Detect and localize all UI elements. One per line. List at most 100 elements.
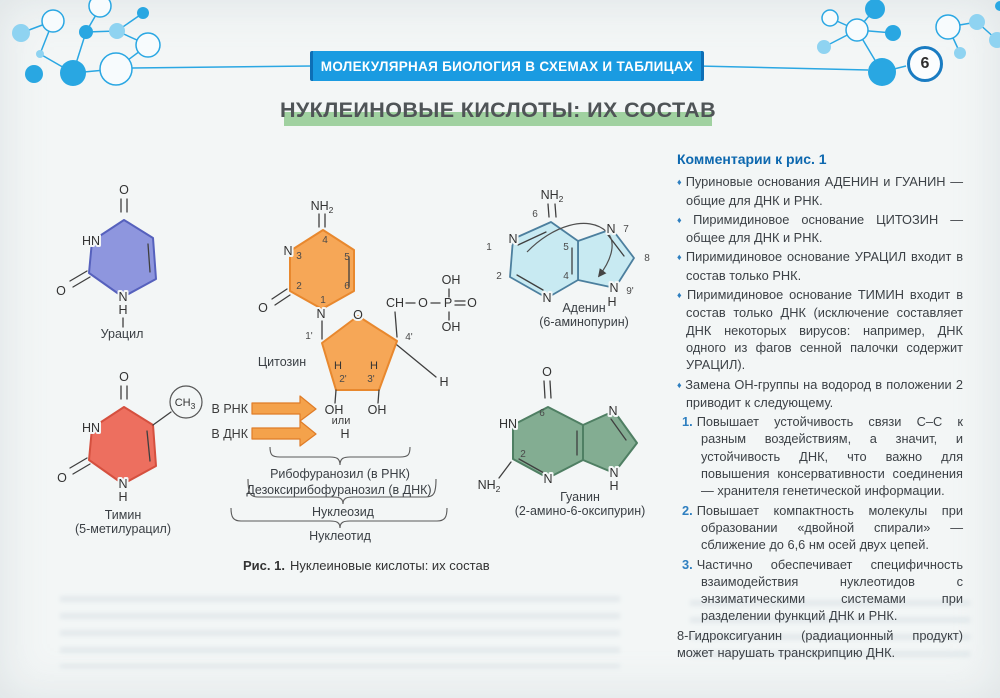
- comment-text: Замена ОН-группы на водород в положении …: [685, 376, 963, 410]
- amino-group-label: NH2: [311, 199, 334, 215]
- adenine-pentagon: [577, 228, 635, 289]
- molecule-name: Тимин: [105, 508, 142, 522]
- comment-text: Пиримидиновое основание ЦИТОЗИН — общее …: [686, 211, 963, 246]
- position-label: 2: [496, 271, 502, 282]
- atom-label: NH: [478, 478, 496, 492]
- guanine-hexagon: [512, 406, 584, 479]
- position-label: 4: [563, 271, 569, 282]
- atom-label: O: [258, 301, 268, 315]
- cytosine-bonds: [271, 213, 466, 404]
- guanine-bonds: [498, 380, 627, 479]
- cytosine-ring: [289, 229, 355, 310]
- nucleotide-brace: [230, 507, 448, 529]
- molecule-subname: (6-аминопурин): [539, 315, 629, 329]
- atom-label: H: [607, 295, 616, 309]
- bullet-diamond-icon: ♦: [677, 379, 683, 390]
- position-label: 4': [405, 332, 413, 343]
- atom-label: N: [118, 477, 127, 491]
- uracil-bonds: [69, 198, 151, 328]
- amino-group-label: NH2: [478, 478, 501, 494]
- atom-label: N: [609, 466, 618, 480]
- dna-label: В ДНК: [211, 427, 248, 441]
- position-label: 8: [644, 253, 650, 264]
- rna-label: В РНК: [212, 402, 249, 416]
- header-banner-text: МОЛЕКУЛЯРНАЯ БИОЛОГИЯ В СХЕМАХ И ТАБЛИЦА…: [320, 58, 694, 74]
- molecule-network-decoration-right: [697, 0, 1000, 86]
- molecule-subname: (5-метилурацил): [75, 522, 171, 536]
- figure-caption-label: Рис. 1.: [243, 558, 285, 573]
- methyl-label: CH3: [175, 397, 196, 411]
- atom-label: O: [467, 296, 477, 310]
- atom-label: O: [57, 471, 67, 485]
- methyl-circle: [169, 385, 203, 419]
- cytosine-nucleotide-structure: NH2 N O 4 3 5 2 6 1 N Цитозин O 1' 4' H …: [258, 199, 477, 417]
- comment-bullet: ♦Замена ОН-группы на водород в положении…: [677, 376, 963, 412]
- title-highlight: [284, 112, 712, 126]
- atom-label: N: [508, 232, 517, 246]
- position-label: 1: [486, 242, 492, 253]
- atom-label: HN: [82, 234, 100, 248]
- comments-panel: Комментарии к рис. 1 ♦Пуриновые основани…: [677, 151, 963, 661]
- atom-label: OH: [325, 403, 344, 417]
- atom-label: H: [370, 360, 378, 372]
- position-label: 6: [532, 209, 538, 220]
- atom-label: NH: [311, 199, 329, 213]
- adenine-structure: NH2 6 N 1 2 N 5 4 N 7 8 N 9' H Аденин (6…: [486, 188, 650, 329]
- atom-label: O: [542, 365, 552, 379]
- guanine-structure: O 6 HN 2 NH2 N N N H Гуанин (2-амино-6-о…: [478, 365, 646, 518]
- position-label: 1': [305, 331, 313, 342]
- atom-label: H: [118, 303, 127, 317]
- item-text: Повышает устойчивость связи С–С к разным…: [696, 414, 963, 499]
- atom-label: N: [542, 291, 551, 305]
- position-label: 2: [296, 281, 302, 292]
- comment-text: Пиримидиновое основание УРАЦИЛ входит в …: [685, 249, 963, 283]
- bullet-diamond-icon: ♦: [677, 214, 691, 225]
- atom-label: N: [609, 281, 618, 295]
- atom-label: N: [118, 290, 127, 304]
- atom-label: H: [609, 479, 618, 493]
- ribose-ring: [321, 315, 398, 391]
- bullet-diamond-icon: ♦: [677, 177, 683, 188]
- atom-label: N: [608, 404, 617, 418]
- uracil-ring: [88, 219, 157, 298]
- furanosyl-brace: [269, 446, 411, 466]
- dna-arrow-icon: [251, 420, 317, 447]
- amino-group-label: NH2: [541, 188, 564, 204]
- item-text: Повышает компактность молекулы при образ…: [696, 502, 963, 553]
- thymine-ring: [88, 406, 157, 485]
- subscript: 2: [329, 205, 334, 215]
- rna-arrow-icon: [251, 395, 317, 422]
- atom-label: O: [418, 296, 428, 310]
- bleed-through-texture: [60, 596, 620, 668]
- nomenclature-braces: Рибофуранозил (в РНК) Дезоксирибофураноз…: [230, 446, 448, 543]
- molecule-name: Цитозин: [258, 355, 306, 369]
- header-banner: МОЛЕКУЛЯРНАЯ БИОЛОГИЯ В СХЕМАХ И ТАБЛИЦА…: [310, 51, 704, 81]
- atom-label: H: [439, 375, 448, 389]
- comment-numbered-item: 3.Частично обеспечивает специфичность вз…: [682, 556, 963, 625]
- item-number: 1.: [682, 414, 693, 430]
- position-label: 9': [626, 286, 634, 297]
- atom-label: NH: [541, 188, 559, 202]
- atom-label: HN: [499, 417, 517, 431]
- atom-label: OH: [442, 320, 461, 334]
- molecule-subname: (2-амино-6-оксипурин): [515, 504, 646, 518]
- guanine-pentagon: [582, 410, 638, 474]
- thymine-bonds: [69, 385, 172, 475]
- rna-dna-arrows: В РНК или В ДНК Н: [211, 395, 350, 447]
- position-label: 3: [296, 251, 302, 262]
- adenine-bonds: [516, 203, 625, 291]
- page-title: НУКЛЕИНОВЫЕ КИСЛОТЫ: ИХ СОСТАВ: [240, 98, 756, 123]
- comment-text: Пиримидиновое основание ТИМИН входит в с…: [686, 287, 963, 373]
- atom-label: N: [543, 472, 552, 486]
- subscript: 3: [191, 401, 196, 411]
- comment-numbered-item: 1.Повышает устойчивость связи С–С к разн…: [682, 413, 963, 499]
- molecule-name: Гуанин: [560, 490, 600, 504]
- comments-footer: 8-Гидроксигуанин (радиационный продукт) …: [677, 627, 963, 661]
- atom-label: N: [606, 222, 615, 236]
- molecule-network-decoration-left: [12, 0, 313, 86]
- thymine-structure: CH3 O HN O N H Тимин (5-метилурацил): [57, 370, 203, 536]
- position-label: 6: [539, 408, 545, 419]
- atom-label: H: [334, 360, 342, 372]
